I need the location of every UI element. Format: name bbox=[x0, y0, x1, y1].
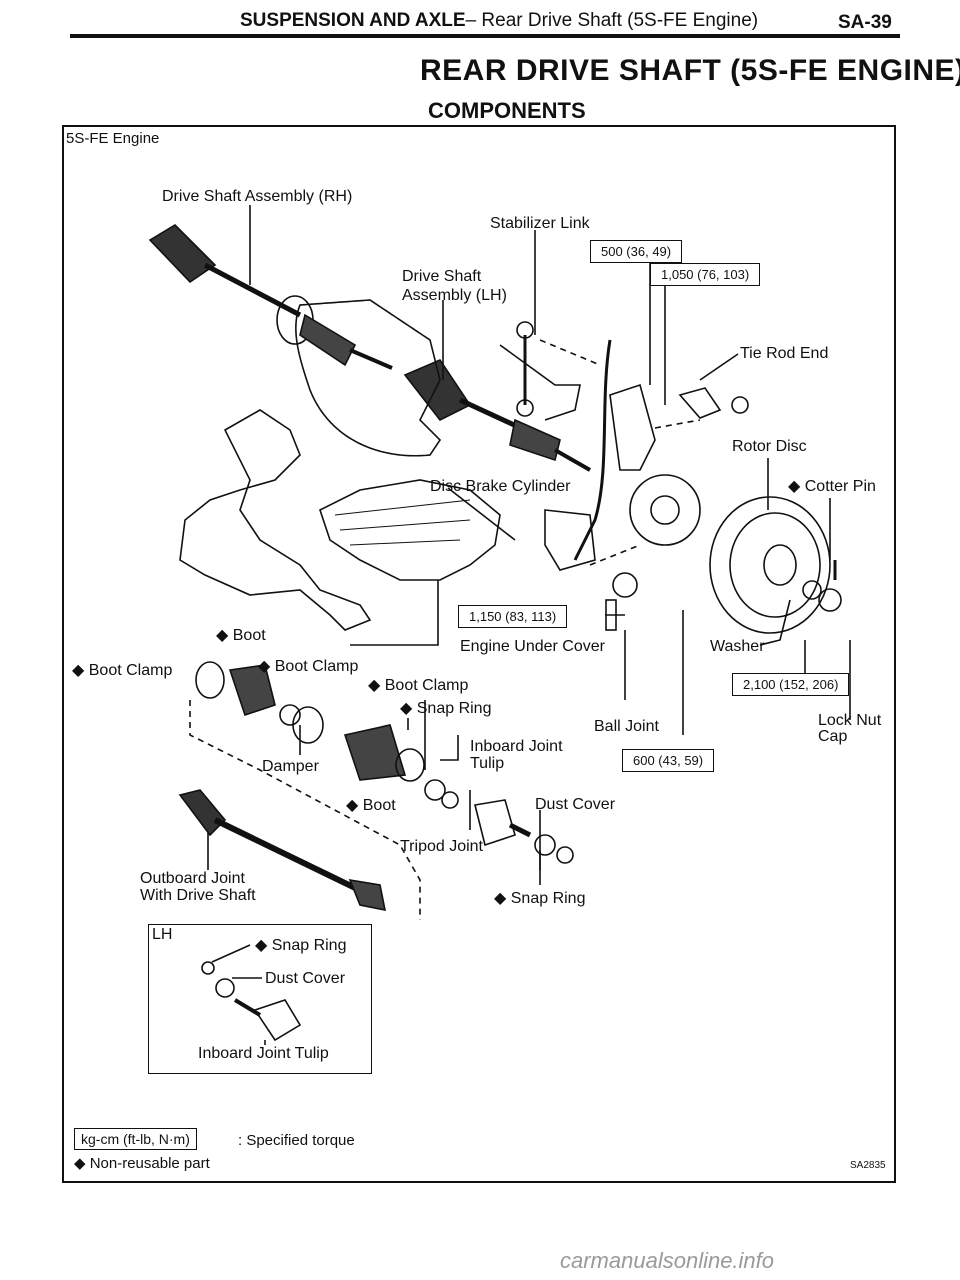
label-engine-under-cover: Engine Under Cover bbox=[460, 638, 605, 655]
label-dust-cover: Dust Cover bbox=[535, 796, 616, 813]
engine-outline bbox=[295, 299, 442, 457]
snap-ring-part bbox=[556, 846, 574, 864]
label-drive-shaft-lh-1: Drive Shaft bbox=[402, 268, 482, 285]
header-section-title: SUSPENSION AND AXLE bbox=[240, 10, 466, 31]
label-boot-top: ◆ Boot bbox=[216, 627, 266, 644]
figure-code: SA2835 bbox=[850, 1160, 886, 1171]
torque-1050: 1,050 (76, 103) bbox=[650, 263, 761, 286]
legend-torque-desc: : Specified torque bbox=[238, 1132, 355, 1149]
tie-rod-end-part bbox=[678, 387, 722, 419]
label-boot-lower: ◆ Boot bbox=[346, 797, 396, 814]
inboard-joint-tulip-part bbox=[474, 799, 516, 847]
boot-clamp-left-part bbox=[195, 661, 225, 699]
header-rule bbox=[70, 34, 900, 38]
lh-inset-box bbox=[148, 924, 372, 1074]
label-lock-nut-1: Lock Nut bbox=[818, 712, 882, 729]
damper-part bbox=[292, 706, 324, 744]
disc-brake-cylinder-part bbox=[544, 509, 596, 571]
outboard-joint-part bbox=[178, 789, 387, 912]
label-ball-joint: Ball Joint bbox=[594, 718, 659, 735]
legend-non-reusable: ◆ Non-reusable part bbox=[74, 1155, 210, 1172]
label-boot-clamp-right: ◆ Boot Clamp bbox=[368, 677, 469, 694]
label-snap-ring-upper: ◆ Snap Ring bbox=[400, 700, 492, 717]
label-washer: Washer bbox=[710, 638, 765, 655]
header-subsection: – Rear Drive Shaft (5S-FE Engine) bbox=[465, 10, 759, 31]
ball-joint-part bbox=[612, 572, 638, 598]
lh-inset-dust-cover: Dust Cover bbox=[265, 970, 346, 987]
engine-under-cover-left bbox=[179, 409, 372, 631]
label-cotter-pin: ◆ Cotter Pin bbox=[788, 478, 876, 495]
label-snap-ring-lower: ◆ Snap Ring bbox=[494, 890, 586, 907]
page-title: REAR DRIVE SHAFT (5S-FE ENGINE) bbox=[420, 54, 960, 87]
lh-inset-tag: LH bbox=[152, 926, 173, 943]
label-boot-clamp-left: ◆ Boot Clamp bbox=[72, 662, 173, 679]
label-stabilizer-link: Stabilizer Link bbox=[490, 215, 590, 232]
torque-1150: 1,150 (83, 113) bbox=[458, 605, 568, 628]
lh-inset-tulip: Inboard Joint Tulip bbox=[198, 1045, 329, 1062]
page-subtitle: COMPONENTS bbox=[428, 98, 586, 123]
header-section: SUSPENSION AND AXLE– Rear Drive Shaft (5… bbox=[240, 10, 758, 32]
label-lock-nut-2: Cap bbox=[818, 728, 848, 745]
diagram-frame bbox=[62, 125, 896, 1183]
frame-label: 5S-FE Engine bbox=[66, 130, 160, 147]
label-tripod-joint: Tripod Joint bbox=[400, 838, 483, 855]
label-outboard-joint-1: Outboard Joint bbox=[140, 870, 245, 887]
label-outboard-joint-2: With Drive Shaft bbox=[140, 887, 256, 904]
torque-2100: 2,100 (152, 206) bbox=[732, 673, 850, 696]
boot-part bbox=[228, 664, 276, 717]
lh-inset-snap-ring: ◆ Snap Ring bbox=[255, 937, 347, 954]
label-damper: Damper bbox=[262, 758, 319, 775]
label-disc-brake-cylinder: Disc Brake Cylinder bbox=[430, 478, 571, 495]
rotor-disc-part bbox=[709, 496, 831, 634]
steering-knuckle-part bbox=[609, 383, 701, 546]
dust-cover-part bbox=[534, 834, 556, 856]
stabilizer-link-part bbox=[499, 321, 581, 421]
legend-torque-units: kg-cm (ft-lb, N·m) bbox=[74, 1128, 197, 1150]
torque-600: 600 (43, 59) bbox=[622, 749, 715, 772]
engine-under-cover-right bbox=[319, 479, 501, 581]
label-drive-shaft-rh: Drive Shaft Assembly (RH) bbox=[162, 188, 353, 205]
drive-shaft-lh-part bbox=[403, 359, 591, 472]
page-number: SA-39 bbox=[838, 12, 892, 33]
label-rotor-disc: Rotor Disc bbox=[732, 438, 807, 455]
label-drive-shaft-lh-2: Assembly (LH) bbox=[402, 287, 507, 304]
boot-lower-part bbox=[343, 724, 407, 781]
watermark: carmanualsonline.info bbox=[560, 1248, 775, 1273]
label-inboard-joint-2: Tulip bbox=[470, 755, 505, 772]
torque-500: 500 (36, 49) bbox=[590, 240, 683, 263]
label-inboard-joint-1: Inboard Joint bbox=[470, 738, 563, 755]
drive-shaft-rh-part bbox=[148, 223, 393, 370]
label-tie-rod-end: Tie Rod End bbox=[740, 345, 829, 362]
label-boot-clamp-mid: ◆ Boot Clamp bbox=[258, 658, 359, 675]
